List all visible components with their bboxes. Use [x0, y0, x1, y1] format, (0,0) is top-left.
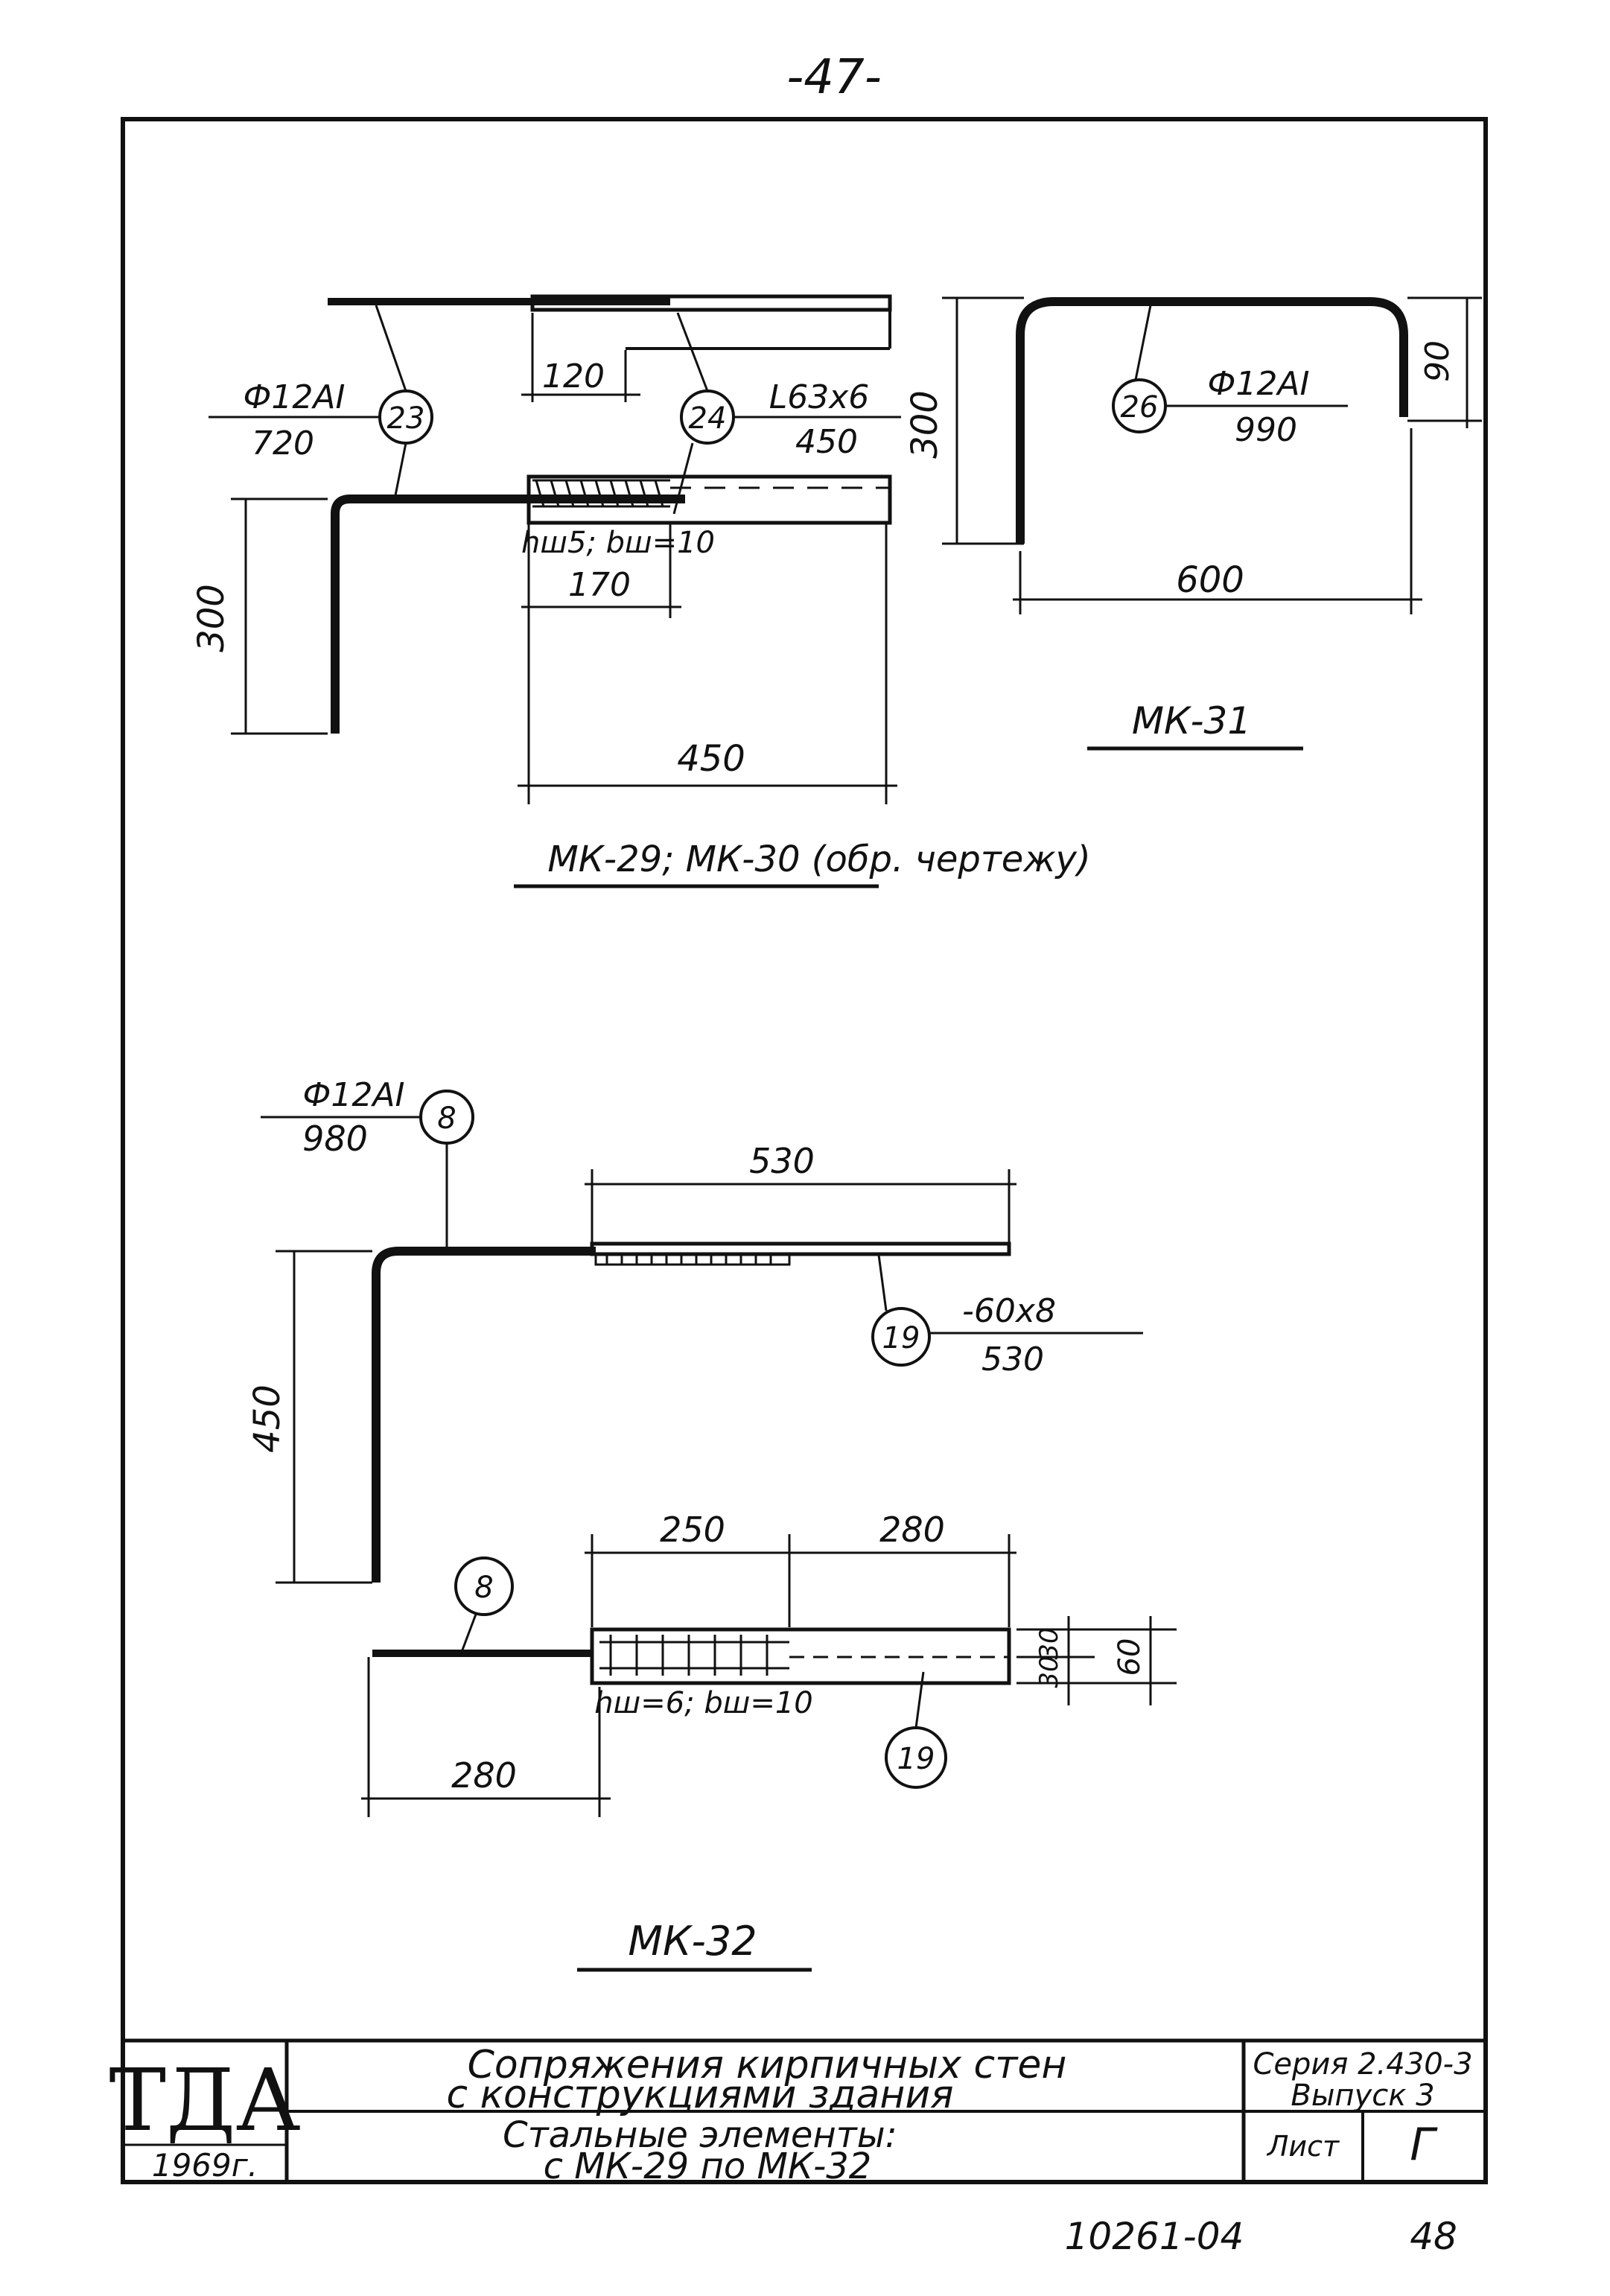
title-line-1: Сопряжения кирпичных стен	[468, 2043, 1067, 2087]
mk32-bar-mark: 8	[437, 1101, 456, 1136]
mk29-angle-spec: L63x6	[769, 378, 870, 416]
mk29-dim-170: 170	[568, 566, 631, 604]
mk29-bar-mark: 23	[387, 401, 425, 436]
mk29-dim-450: 450	[677, 738, 745, 780]
mk29-weld: hш5; bш=10	[521, 526, 715, 560]
mk29-drawing	[231, 294, 897, 888]
mk32-dim-30a: 30	[1034, 1627, 1064, 1659]
mk32-plan-bar-mark-circle	[454, 1556, 514, 1616]
mk31-bar-length: 990	[1235, 411, 1297, 449]
mk29-dim-300: 300	[191, 584, 232, 652]
mk31-drawing	[942, 296, 1482, 751]
mk32-dim-530: 530	[749, 1141, 815, 1181]
sheet-label: Лист	[1266, 2130, 1340, 2163]
title-line-2: с конструкциями здания	[447, 2073, 954, 2117]
mk31-bar-mark: 26	[1121, 390, 1159, 424]
mk29-weld-hatch	[532, 479, 670, 508]
mk32-weld: hш=6; bш=10	[594, 1686, 813, 1720]
mk32-plan-bar-mark: 8	[474, 1571, 493, 1605]
drawing-frame	[121, 117, 1488, 2184]
mk32-bar-spec: Ф12АI	[303, 1076, 405, 1114]
mk31-bar-spec: Ф12АI	[1208, 365, 1310, 403]
org-logo: ТДА	[109, 2051, 300, 2151]
mk29-angle-length: 450	[795, 423, 858, 461]
mk32-drawing	[276, 1143, 1177, 1972]
mk32-plate-mark: 19	[882, 1321, 920, 1355]
mk31-dim-90: 90	[1419, 340, 1457, 382]
mk29-caption: МК-29; МК-30 (обр. чертежу)	[547, 839, 1090, 880]
mk32-dim-450: 450	[246, 1384, 288, 1453]
mk32-dim-280a: 280	[879, 1510, 945, 1550]
series-label: Серия 2.430-3	[1253, 2047, 1472, 2082]
issue-label: Выпуск 3	[1291, 2079, 1434, 2113]
mk32-plate-spec: -60x8	[962, 1292, 1056, 1330]
mk32-bar-length: 980	[302, 1119, 368, 1159]
sheet-value: Г	[1410, 2119, 1438, 2171]
mk32-dim-60: 60	[1113, 1638, 1147, 1676]
mk32-plan-plate-mark: 19	[897, 1742, 935, 1776]
footer-code: 10261-04	[1065, 2215, 1244, 2258]
mk31-dim-300: 300	[904, 390, 946, 459]
mk32-plan-plate-mark-circle	[885, 1726, 947, 1789]
mk31-caption: МК-31	[1132, 699, 1251, 742]
mk32-dim-280b: 280	[451, 1755, 517, 1796]
title-block	[123, 2038, 1486, 2182]
mk29-angle-mark: 24	[689, 401, 727, 436]
page-number: -47-	[786, 50, 882, 105]
mk32-caption: МК-32	[628, 1918, 757, 1965]
mk29-bar-length: 720	[252, 424, 314, 462]
mk32-dim-250: 250	[660, 1510, 725, 1550]
mk32-plate-length: 530	[981, 1341, 1044, 1378]
title-year: 1969г.	[152, 2147, 258, 2184]
footer-page: 48	[1410, 2215, 1457, 2258]
sub-line-1: Стальные элементы:	[503, 2114, 897, 2156]
mk31-dim-600: 600	[1176, 559, 1244, 601]
mk32-dim-30b: 30	[1034, 1656, 1064, 1688]
mk29-dim-120: 120	[542, 357, 605, 395]
mk32-weld-hatch	[594, 1253, 791, 1266]
mk32-plate-mark-circle	[871, 1307, 931, 1367]
mk29-bar-spec: Ф12АI	[244, 378, 346, 416]
mk32-plan-welds	[599, 1635, 789, 1676]
sub-line-2: с МК-29 по МК-32	[544, 2146, 872, 2187]
